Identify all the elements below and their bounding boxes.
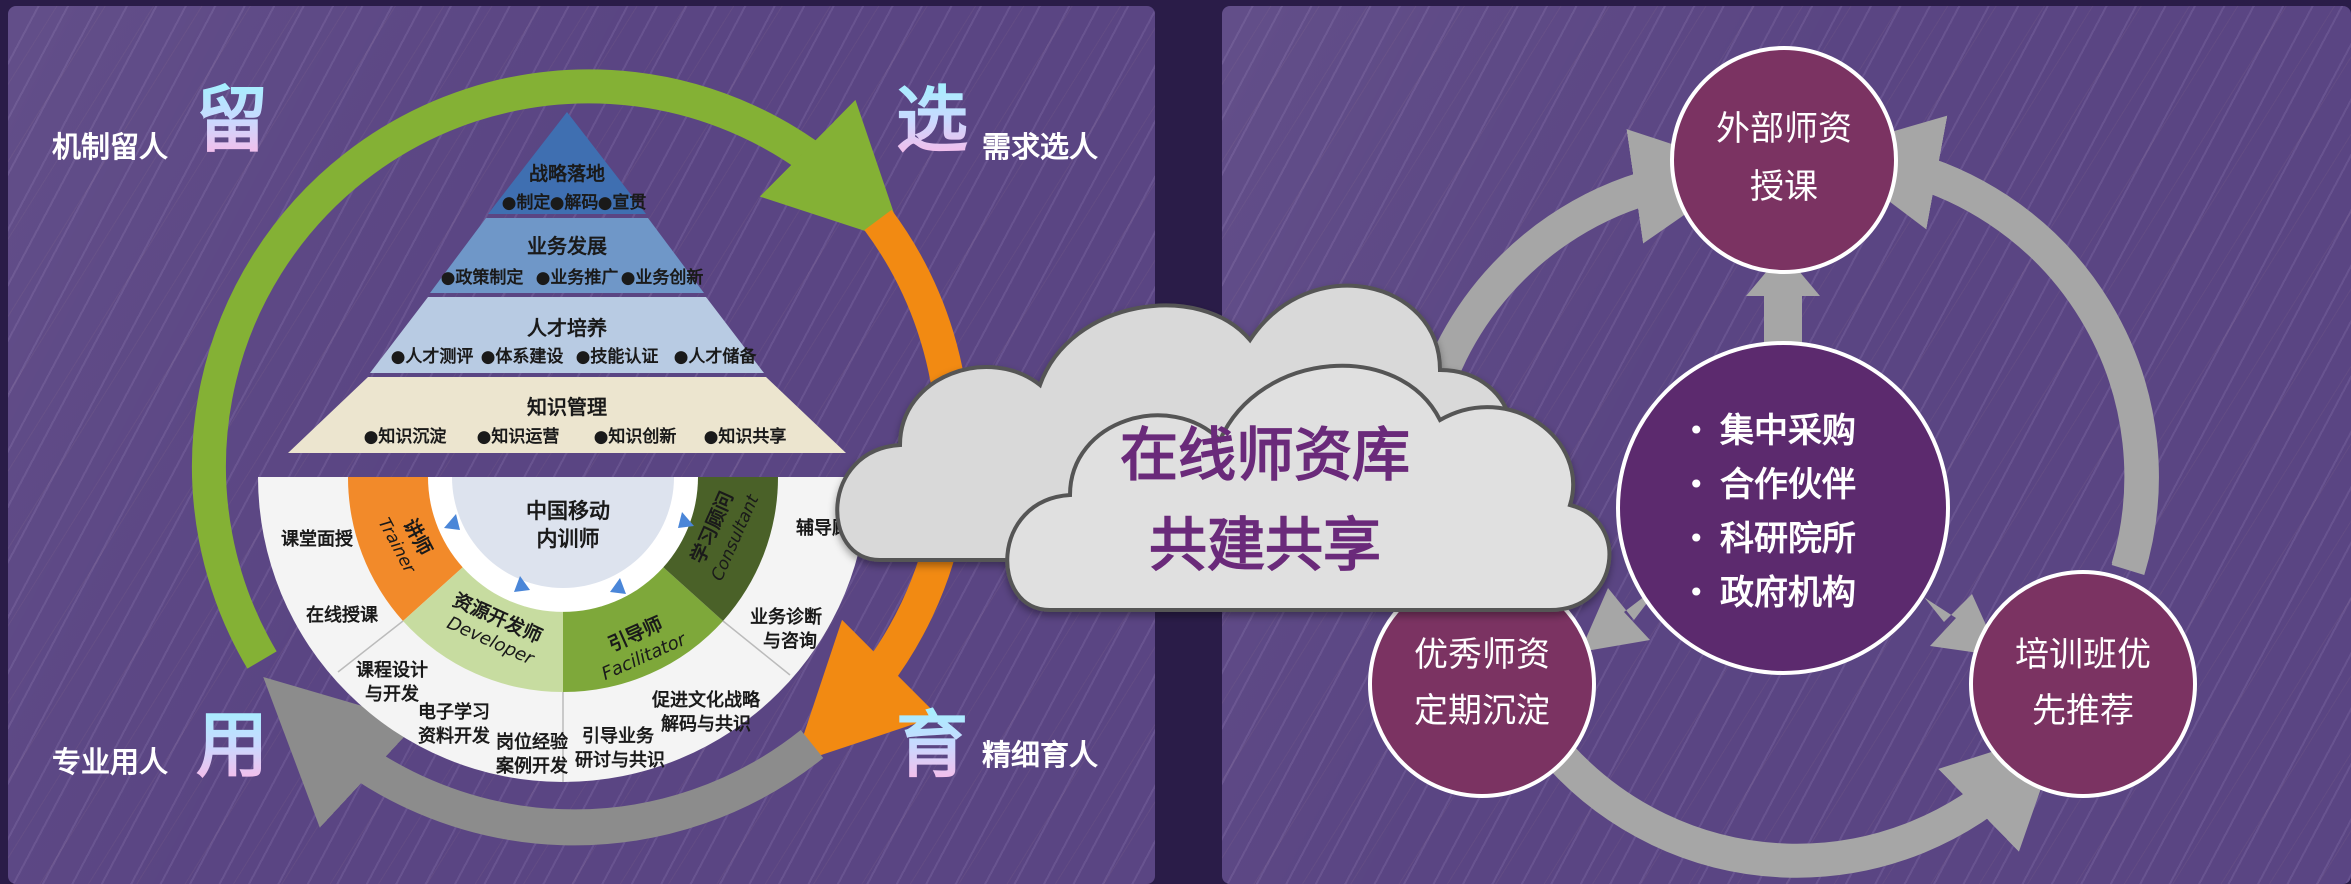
- cycle-arrow-bottom: [1547, 729, 2062, 878]
- pyramid-item-1-3: ●宣贯: [598, 192, 647, 213]
- center-item: 科研院所: [1720, 519, 1856, 559]
- outer-label: 在线授课: [306, 604, 379, 626]
- corner-label-retain: 留 机制留人: [52, 78, 268, 164]
- pyramid-item-2-3: ●业务创新: [621, 267, 704, 288]
- corner-char-select: 选: [896, 78, 968, 162]
- bullet-dot: •: [1688, 468, 1705, 501]
- pyramid-item-4-4: ●知识共享: [704, 426, 787, 447]
- outer-label: 电子学习: [418, 701, 490, 723]
- pyramid-level-3: [370, 297, 764, 373]
- inner-center: [452, 477, 674, 588]
- cloud-title-line-1: 在线师资库: [1120, 421, 1410, 489]
- outer-label: 解码与共识: [661, 713, 751, 735]
- corner-text-retain: 机制留人: [52, 130, 168, 164]
- pyramid-level-1: [488, 112, 646, 214]
- pyramid-item-3-2: ●体系建设: [481, 346, 564, 367]
- outer-label: 研讨与共识: [575, 750, 665, 771]
- pyramid-item-1-1: ●制定: [502, 192, 551, 213]
- pyramid-item-3-1: ●人才测评: [391, 346, 474, 367]
- connector-up: [1764, 292, 1802, 348]
- circle-left-line-2: 定期沉淀: [1414, 691, 1550, 731]
- center-item: 集中采购: [1719, 411, 1856, 451]
- outer-label: 课程设计: [356, 659, 428, 681]
- divider-line: [722, 620, 791, 676]
- gray-arrow: [263, 677, 824, 846]
- corner-char-use: 用: [196, 703, 268, 787]
- outer-label: 业务诊断: [750, 606, 822, 628]
- bullet-dot: •: [1688, 522, 1705, 555]
- corner-text-use: 专业用人: [52, 745, 168, 779]
- outer-label: 与咨询: [763, 630, 817, 652]
- pyramid: 战略落地 ●制定 ●解码 ●宣贯 业务发展 ●政策制定 ●业务推广 ●业务创新 …: [288, 112, 846, 453]
- outer-label: 引导业务: [582, 725, 655, 747]
- cloud-front: [1005, 363, 1612, 612]
- outer-label: 与开发: [365, 683, 420, 705]
- corner-label-nurture: 育 精细育人: [896, 703, 1098, 787]
- half-wheel: 中国移动 内训师 讲师 Trainer 资源开发师 Developer 引导师 …: [258, 477, 868, 782]
- bullet-dot: •: [1688, 576, 1705, 609]
- circle-right-line-2: 先推荐: [2032, 691, 2134, 731]
- small-arrow-icon: [610, 578, 626, 594]
- outer-label: 岗位经验: [496, 731, 569, 753]
- outer-label: 促进文化战略: [651, 689, 761, 711]
- small-arrow-icon: [444, 514, 460, 530]
- center-item: 合作伙伴: [1720, 465, 1856, 505]
- green-arrow: [192, 69, 905, 669]
- cloud: 在线师资库 共建共享: [835, 283, 1612, 612]
- pyramid-item-2-2: ●业务推广: [536, 267, 619, 288]
- center-item: 政府机构: [1720, 573, 1856, 613]
- wheel-center-line-1: 中国移动: [526, 499, 610, 523]
- pyramid-title-3: 人才培养: [527, 316, 607, 340]
- corner-label-select: 选 需求选人: [896, 78, 1098, 164]
- small-arrow-icon: [678, 512, 694, 528]
- cycle-arrow-top-right: [1823, 115, 2159, 575]
- right-cycle: 外部师资 授课 优秀师资 定期沉淀 培训班优 先推荐 • • • • 集中采购 …: [1368, 46, 2197, 878]
- bullet-dot: •: [1688, 414, 1705, 447]
- pyramid-item-1-2: ●解码: [550, 192, 599, 213]
- pyramid-title-1: 战略落地: [529, 162, 605, 185]
- corner-text-select: 需求选人: [982, 130, 1098, 164]
- pyramid-item-2-1: ●政策制定: [441, 267, 524, 288]
- pyramid-item-4-1: ●知识沉淀: [364, 426, 448, 447]
- corner-char-nurture: 育: [896, 703, 968, 787]
- pyramid-title-4: 知识管理: [527, 395, 607, 419]
- pyramid-item-4-3: ●知识创新: [594, 426, 677, 447]
- circle-center: [1616, 341, 1950, 675]
- pyramid-level-4: [288, 377, 846, 453]
- circle-right: [1969, 570, 2197, 798]
- small-arrow-icon: [514, 576, 530, 592]
- divider-line: [337, 620, 404, 673]
- circle-top-line-2: 授课: [1750, 167, 1818, 207]
- cloud-title-line-2: 共建共享: [1149, 511, 1381, 579]
- outer-label: 案例开发: [495, 755, 569, 777]
- pyramid-title-2: 业务发展: [527, 234, 607, 258]
- circle-right-line-1: 培训班优: [2015, 635, 2151, 675]
- connector-right: [1912, 582, 2000, 656]
- circle-top: [1670, 46, 1898, 274]
- pyramid-item-3-3: ●技能认证: [576, 346, 659, 367]
- corner-char-retain: 留: [196, 78, 268, 162]
- corner-label-use: 用 专业用人: [52, 703, 268, 787]
- outer-label: 课堂面授: [281, 528, 354, 550]
- pyramid-item-3-4: ●人才储备: [674, 346, 758, 367]
- circle-left-line-1: 优秀师资: [1414, 635, 1550, 675]
- pyramid-level-2: [430, 218, 704, 293]
- connector-up-head: [1746, 252, 1820, 296]
- corner-text-nurture: 精细育人: [982, 738, 1098, 772]
- outer-label: 资料开发: [418, 725, 491, 747]
- wheel-center-line-2: 内训师: [537, 527, 600, 551]
- circle-top-line-1: 外部师资: [1716, 109, 1852, 149]
- pyramid-item-4-2: ●知识运营: [477, 426, 560, 447]
